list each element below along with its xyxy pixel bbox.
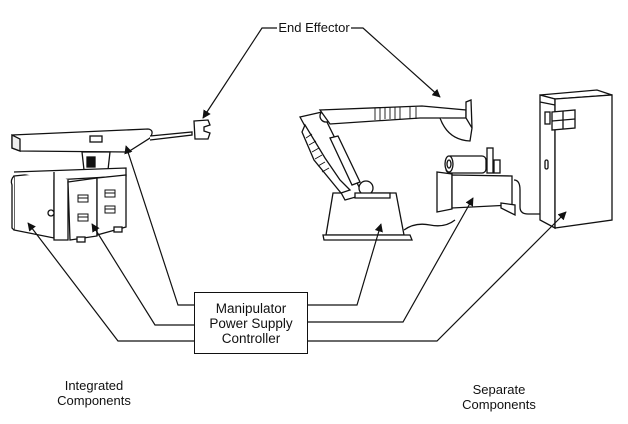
link-separate-manipulator	[308, 223, 383, 306]
integrated-power-supply-cabinet	[10, 167, 127, 241]
link-integrated-power-cabinet	[27, 222, 194, 342]
separate-components-label: Separate Components	[449, 382, 549, 412]
controller-label-line-1: Manipulator	[215, 300, 287, 316]
controller-cabinet-unit	[539, 89, 613, 230]
connection-lines	[27, 27, 567, 342]
integrated-controller-cabinet	[67, 174, 127, 243]
integrated-manipulator-arm	[11, 128, 193, 153]
link-integrated-arm	[124, 145, 194, 306]
manipulator-power-supply-controller-box: Manipulator Power Supply Controller	[194, 292, 308, 354]
robot-base	[322, 192, 413, 241]
integrated-components-label: Integrated Components	[44, 378, 144, 408]
end-effector-leader-left	[202, 27, 277, 119]
integrated-robot	[10, 119, 211, 243]
integrated-label-line-1: Integrated	[64, 378, 124, 393]
controller-label-line-3: Controller	[221, 330, 281, 346]
hydraulic-power-unit	[436, 147, 542, 217]
link-separate-power-supply	[308, 197, 474, 323]
link-separate-controller	[308, 211, 567, 342]
link-integrated-controller-cabinet	[91, 223, 194, 326]
separate-label-line-2: Components	[462, 397, 536, 412]
end-effector-label: End Effector	[277, 20, 351, 35]
integrated-label-line-2: Components	[57, 393, 131, 408]
separate-label-line-1: Separate	[472, 382, 526, 397]
separate-end-effector	[439, 99, 473, 142]
end-effector-leader-right	[350, 27, 441, 98]
separate-robot-arm	[299, 99, 473, 241]
controller-label-line-2: Power Supply	[209, 315, 293, 331]
robot-manipulator	[299, 105, 467, 201]
integrated-end-effector	[193, 119, 211, 140]
